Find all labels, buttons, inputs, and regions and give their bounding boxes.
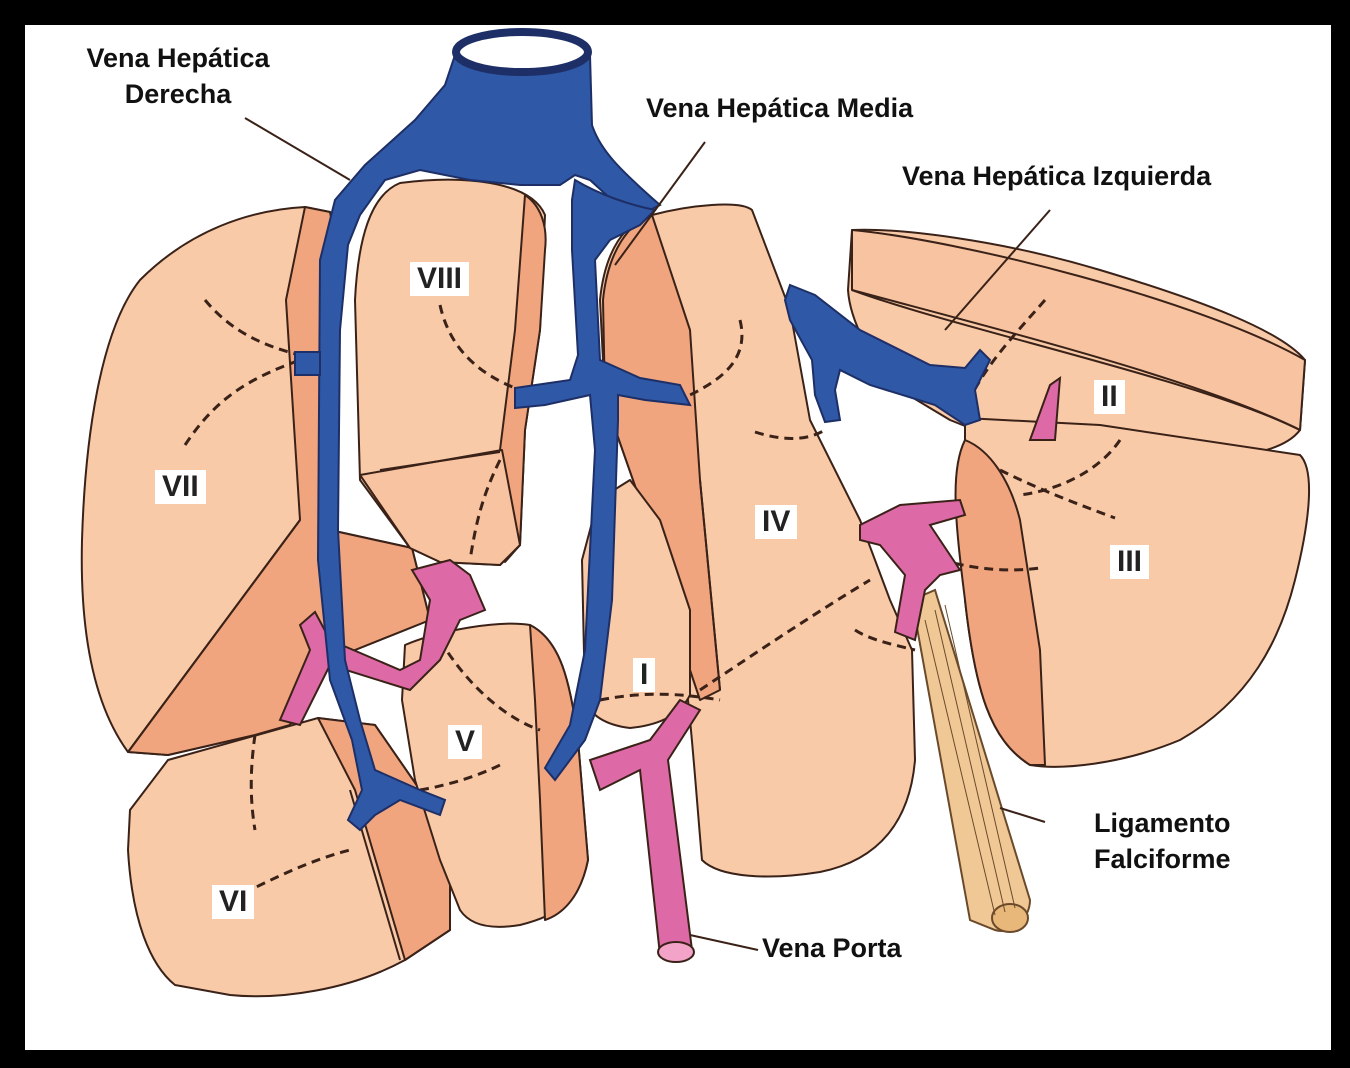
falciform-ligament-label: Ligamento Falciforme xyxy=(1094,805,1231,877)
segment-i-label: I xyxy=(633,658,655,692)
segment-iv-label: IV xyxy=(755,505,797,539)
right-hepatic-vein-label-line1: Vena Hepática xyxy=(68,40,288,76)
segment-vii-label: VII xyxy=(155,470,206,504)
segment-iii-label: III xyxy=(1110,545,1149,579)
right-hepatic-vein-label-line2: Derecha xyxy=(68,76,288,112)
portal-vein-trunk xyxy=(590,700,700,955)
falciform-ligament-label-line1: Ligamento xyxy=(1094,805,1231,841)
left-hepatic-vein-label: Vena Hepática Izquierda xyxy=(902,158,1211,194)
segment-ii-label: II xyxy=(1094,380,1125,414)
segment-vi-label: VI xyxy=(212,885,254,919)
segment-v-label: V xyxy=(448,725,482,759)
portal-vein-label: Vena Porta xyxy=(762,930,902,966)
middle-hepatic-vein-label: Vena Hepática Media xyxy=(646,90,913,126)
segment-viii-label: VIII xyxy=(410,262,469,296)
right-hepatic-vein-label: Vena Hepática Derecha xyxy=(68,40,288,112)
falciform-ligament-label-line2: Falciforme xyxy=(1094,841,1231,877)
